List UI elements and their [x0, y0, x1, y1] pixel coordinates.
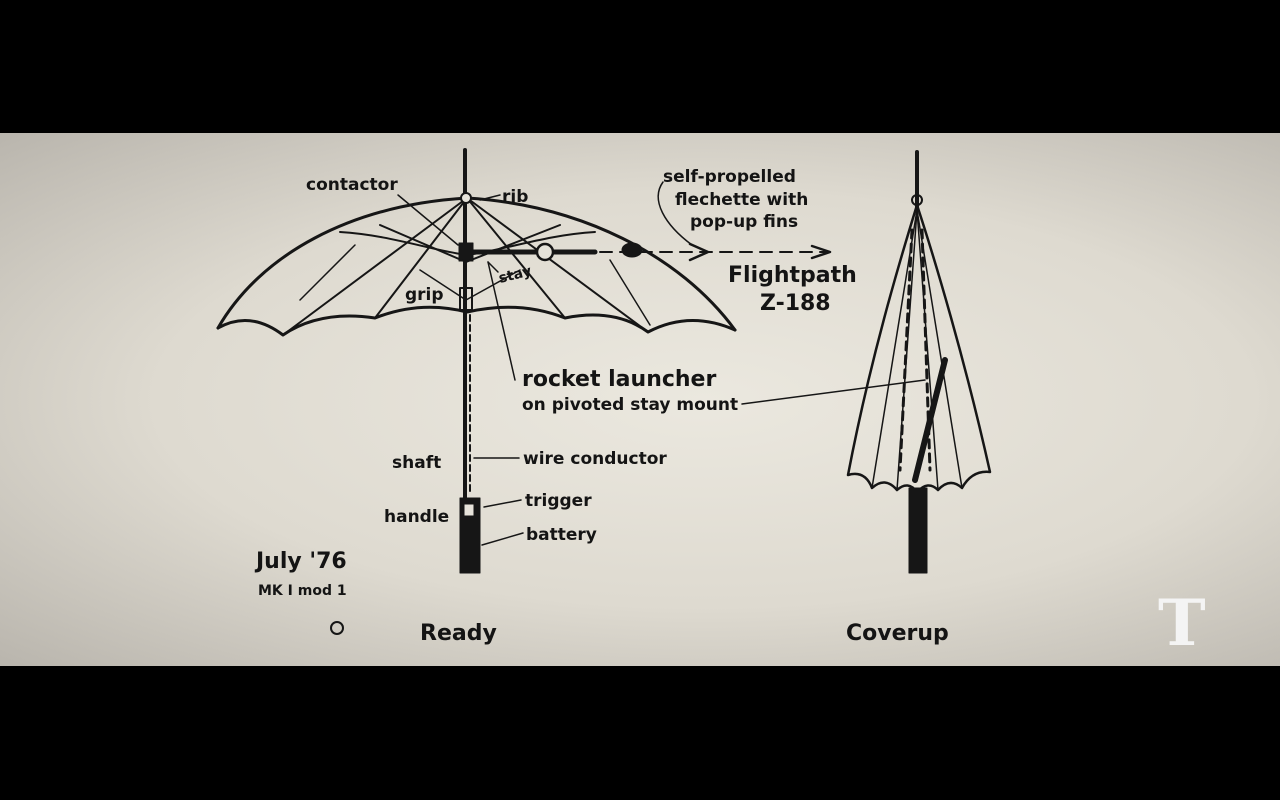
umbrella-diagram: contactor rib grip stay self-propelled f…: [216, 148, 1206, 661]
top-notch: [460, 192, 472, 204]
flechette-head: [621, 242, 643, 258]
closed-rocket-dashes: [898, 228, 914, 472]
label-rib: rib: [502, 187, 528, 207]
inner-rib: [609, 259, 651, 326]
open-handle: [459, 497, 481, 574]
label-self-propelled-3: pop-up fins: [690, 212, 798, 232]
closed-fold: [916, 209, 939, 491]
flightpath-arrow: [688, 242, 710, 262]
open-canopy-scallops: [216, 305, 737, 337]
date-note: July '76: [254, 549, 347, 574]
label-pivoted-stay-mount: on pivoted stay mount: [522, 395, 738, 415]
sketch-paper: contactor rib grip stay self-propelled f…: [0, 133, 1280, 666]
rib-line: [374, 197, 468, 319]
trigger-leader: [483, 499, 522, 508]
label-wire-conductor: wire conductor: [523, 449, 667, 469]
flightpath-arrow-end: [810, 244, 832, 260]
label-self-propelled-1: self-propelled: [663, 167, 796, 187]
label-self-propelled-2: flechette with: [675, 190, 808, 210]
stay-line: [419, 269, 467, 301]
rib-line: [466, 197, 566, 319]
caption-coverup: Coverup: [846, 621, 949, 646]
rib-line: [282, 197, 468, 336]
self-propelled-leader: [657, 181, 693, 246]
launcher-pivot: [535, 242, 555, 262]
closed-canopy-outline: [846, 203, 992, 494]
label-handle: handle: [384, 507, 449, 527]
label-flightpath-code: Z-188: [760, 291, 831, 316]
model-note: MK I mod 1: [258, 583, 347, 599]
closed-fold: [871, 209, 918, 489]
label-battery: battery: [526, 525, 597, 545]
stay-leader: [487, 261, 499, 273]
signature-mark: [330, 621, 344, 635]
closed-handle: [908, 487, 928, 574]
rib-line: [466, 197, 649, 333]
caption-ready: Ready: [420, 621, 497, 646]
closed-launcher-tube: [912, 357, 948, 483]
closed-fold: [916, 209, 963, 489]
label-rocket-launcher: rocket launcher: [522, 367, 716, 392]
trigger-mark: [463, 503, 475, 517]
label-shaft: shaft: [392, 453, 441, 473]
inner-rib: [339, 231, 468, 256]
pivot-mount-leader: [741, 379, 926, 405]
grip-block: [459, 287, 473, 311]
battery-leader: [481, 532, 524, 546]
stay-line: [379, 224, 467, 263]
inner-rib: [299, 244, 356, 301]
stay-line: [465, 224, 561, 263]
nyt-logo: T: [1158, 586, 1206, 661]
label-trigger: trigger: [525, 491, 592, 511]
label-flightpath: Flightpath: [728, 263, 857, 288]
rocket-launcher-leader: [487, 261, 516, 381]
contactor-leader: [397, 194, 459, 246]
label-contactor: contactor: [306, 175, 398, 195]
rib-leader: [479, 194, 501, 201]
label-grip: grip: [405, 285, 444, 305]
label-stay: stay: [497, 263, 533, 287]
